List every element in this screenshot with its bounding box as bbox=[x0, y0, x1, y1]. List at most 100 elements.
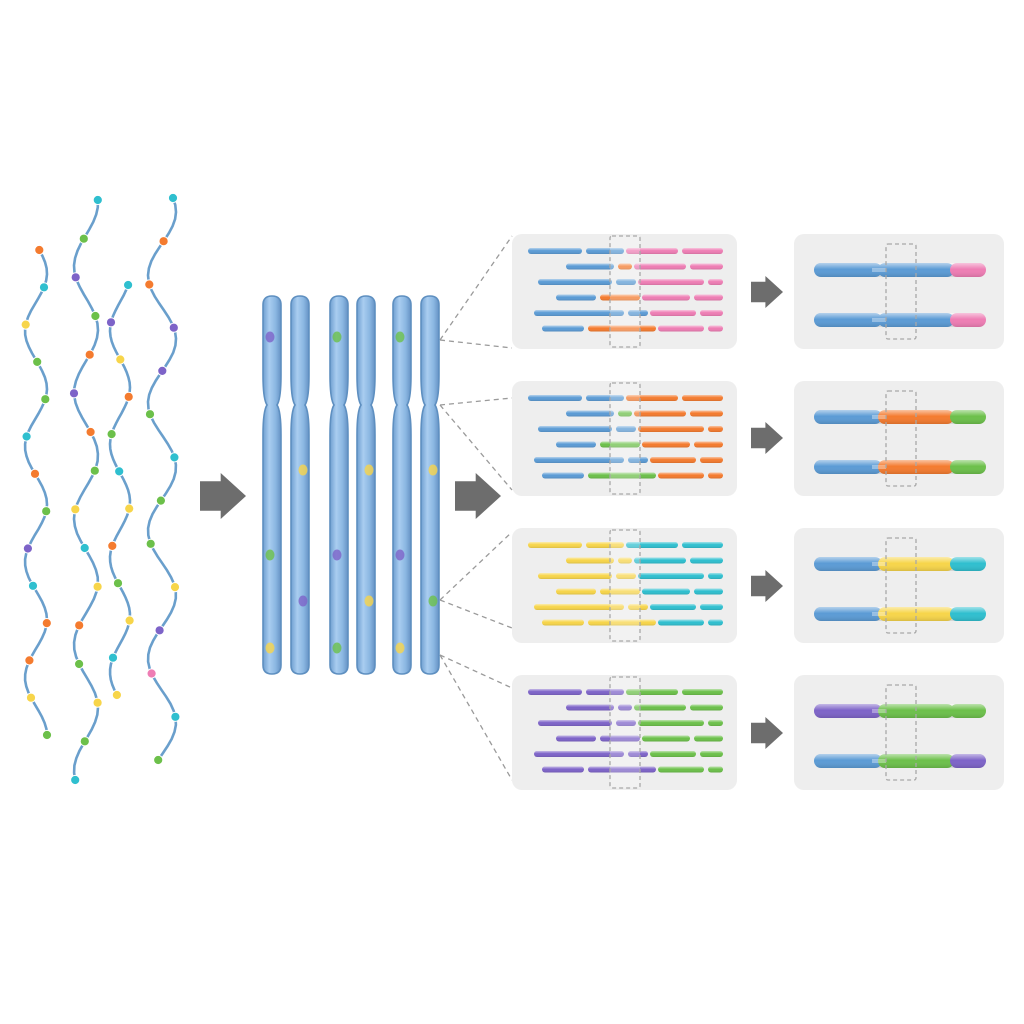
sequence-read-shine bbox=[586, 542, 624, 548]
sequence-read-shine bbox=[586, 395, 624, 401]
variant-marker bbox=[92, 581, 103, 592]
chromosome-pairs-group bbox=[262, 295, 440, 675]
variant-marker bbox=[84, 349, 95, 360]
sequence-read-shine bbox=[528, 395, 582, 401]
variant-marker bbox=[115, 354, 126, 365]
sequence-read-shine bbox=[542, 325, 584, 332]
sequence-read-shine bbox=[708, 325, 723, 332]
sequence-read-shine bbox=[682, 689, 723, 695]
variant-marker bbox=[41, 729, 53, 741]
sequence-read-shine bbox=[542, 766, 584, 773]
variant-marker bbox=[155, 495, 166, 506]
sequence-read-shine bbox=[682, 395, 723, 401]
variant-marker bbox=[25, 692, 37, 703]
sequence-read-shine bbox=[618, 704, 632, 711]
sequence-read-shine bbox=[634, 263, 686, 270]
sequence-read-shine bbox=[626, 542, 678, 548]
phasing-window bbox=[609, 529, 641, 642]
variant-marker bbox=[79, 736, 90, 747]
variant-marker bbox=[112, 578, 124, 589]
sequence-read-shine bbox=[690, 557, 723, 564]
variant-marker bbox=[157, 365, 168, 376]
sequence-read-shine bbox=[534, 604, 624, 610]
centromere-pinch bbox=[872, 268, 886, 272]
sequence-read-shine bbox=[658, 472, 704, 479]
chromosome-variant-marker bbox=[332, 642, 342, 654]
phasing-window bbox=[609, 235, 641, 348]
sequence-read-shine bbox=[638, 426, 704, 432]
connector-line bbox=[439, 654, 513, 689]
sequence-read-shine bbox=[708, 766, 723, 773]
strand-4 bbox=[144, 192, 181, 766]
variant-marker bbox=[124, 503, 135, 514]
haplotype-shine bbox=[814, 460, 986, 474]
sequence-read-shine bbox=[538, 573, 612, 579]
sequence-read-shine bbox=[658, 766, 704, 773]
sequence-read-shine bbox=[528, 542, 582, 548]
sequence-read-shine bbox=[628, 751, 648, 757]
sequence-read-shine bbox=[690, 263, 723, 270]
sequence-read-shine bbox=[700, 751, 723, 757]
sequence-read-shine bbox=[708, 619, 723, 626]
variant-marker bbox=[20, 319, 31, 330]
strand-1 bbox=[20, 244, 53, 741]
variant-marker bbox=[169, 582, 181, 593]
variant-marker bbox=[153, 754, 164, 766]
variant-marker bbox=[92, 194, 103, 206]
sequence-read-shine bbox=[616, 573, 636, 579]
arrow-reads-to-phased-icon-2 bbox=[751, 422, 783, 454]
sequence-read-shine bbox=[534, 751, 624, 757]
reads-panel-background bbox=[512, 234, 737, 349]
sequence-read-shine bbox=[588, 766, 656, 773]
strand-3 bbox=[105, 279, 135, 701]
variant-marker bbox=[154, 625, 165, 636]
reads-panel-1 bbox=[512, 234, 737, 349]
sequence-read-shine bbox=[642, 735, 690, 742]
sequence-read-shine bbox=[638, 573, 704, 579]
sequence-read-shine bbox=[682, 542, 723, 548]
connector-line bbox=[439, 235, 513, 341]
variant-marker bbox=[111, 689, 123, 701]
variant-marker bbox=[169, 452, 180, 463]
sequence-read-shine bbox=[538, 279, 612, 285]
variant-marker bbox=[40, 394, 51, 405]
chromosome-pair-3 bbox=[392, 295, 440, 675]
haplotype-shine bbox=[814, 557, 986, 571]
chromosome-variant-marker bbox=[265, 642, 275, 654]
sequence-read-shine bbox=[566, 263, 614, 270]
sequence-read-shine bbox=[700, 457, 723, 463]
phasing-window bbox=[885, 537, 917, 634]
phased-panel-background bbox=[794, 528, 1004, 643]
sequence-read-shine bbox=[650, 310, 696, 316]
sequence-read-shine bbox=[682, 248, 723, 254]
variant-marker bbox=[68, 388, 80, 399]
variant-marker bbox=[70, 774, 81, 786]
sequence-read-shine bbox=[694, 441, 723, 448]
variant-marker bbox=[167, 192, 179, 204]
sequence-read-shine bbox=[586, 689, 624, 695]
chromosome-variant-marker bbox=[298, 595, 308, 607]
sequence-read-shine bbox=[534, 310, 624, 316]
sequence-read-shine bbox=[618, 410, 632, 417]
sequence-read-shine bbox=[694, 588, 723, 595]
variant-marker bbox=[89, 465, 100, 476]
chromatid bbox=[356, 295, 376, 675]
variant-marker bbox=[144, 279, 155, 290]
chromatid bbox=[290, 295, 310, 675]
chromosome-variant-marker bbox=[428, 464, 438, 476]
variant-marker bbox=[74, 620, 85, 631]
variant-marker bbox=[85, 426, 96, 438]
phased-panel-background bbox=[794, 675, 1004, 790]
sequence-read-shine bbox=[616, 279, 636, 285]
sequence-read-shine bbox=[566, 410, 614, 417]
variant-marker bbox=[21, 431, 32, 442]
chromatid bbox=[262, 295, 282, 675]
variant-marker bbox=[24, 655, 35, 666]
chromosome-variant-marker bbox=[428, 595, 438, 607]
sequence-read-shine bbox=[528, 248, 582, 254]
sequence-read-shine bbox=[650, 751, 696, 757]
connector-line bbox=[439, 397, 513, 406]
phasing-window bbox=[885, 684, 917, 781]
sequence-read-shine bbox=[588, 325, 656, 332]
